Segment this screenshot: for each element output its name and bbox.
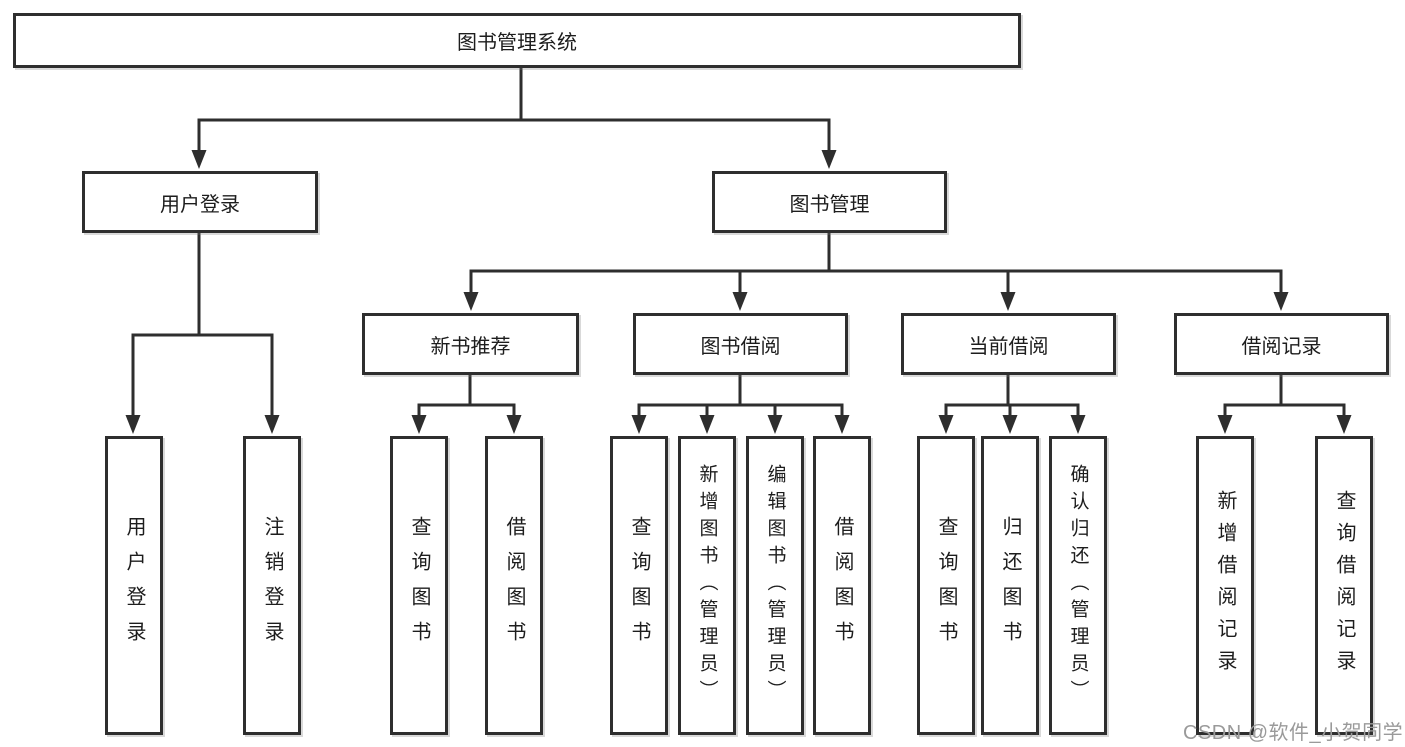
node-label: 查询图书 [408,515,430,656]
node-book-management: 图书管理 [712,171,947,233]
node-label: 查询借阅记录 [1333,489,1355,682]
node-label: 新书推荐 [430,335,511,358]
arrow-down [699,415,715,434]
node-label: 查询图书 [935,515,957,656]
node-label: 借阅图书 [831,515,853,656]
node-user-login: 用户登录 [82,171,318,233]
node-label: 查询图书 [628,515,650,656]
arrow-down [821,150,837,169]
node-label: 新增图书（管理员） [696,464,718,707]
node-label: 用户登录 [160,193,240,216]
arrow-down [834,415,850,434]
arrow-down [264,415,280,434]
leaf-query-books: 查询图书 [917,436,975,735]
leaf-edit-book-admin: 编辑图书（管理员） [746,436,804,735]
node-current-borrowing: 当前借阅 [901,313,1116,375]
arrow-down [463,292,479,311]
arrow-down [1070,415,1086,434]
arrow-down [1000,292,1016,311]
arrow-down [506,415,522,434]
leaf-logout: 注销登录 [243,436,301,735]
node-label: 确认归还（管理员） [1067,464,1089,707]
node-label: 当前借阅 [968,335,1049,358]
node-new-book-recommendation: 新书推荐 [362,313,579,375]
node-borrowing-records: 借阅记录 [1174,313,1389,375]
node-book-borrowing: 图书借阅 [633,313,848,375]
arrow-down [631,415,647,434]
arrow-down [191,150,207,169]
node-label: 新增借阅记录 [1214,489,1236,682]
leaf-add-book-admin: 新增图书（管理员） [678,436,736,735]
node-label: 图书借阅 [700,335,781,358]
node-label: 借阅记录 [1241,335,1322,358]
leaf-query-books: 查询图书 [610,436,668,735]
node-label: 图书管理系统 [457,32,577,54]
node-label: 注销登录 [261,515,283,656]
node-label: 归还图书 [999,515,1021,656]
arrow-down [1273,292,1289,311]
node-label: 借阅图书 [503,515,525,656]
arrow-down [938,415,954,434]
leaf-return-book: 归还图书 [981,436,1039,735]
arrow-down [767,415,783,434]
arrow-down [1336,415,1352,434]
leaf-borrow-books: 借阅图书 [485,436,543,735]
arrow-down [411,415,427,434]
node-library-management-system: 图书管理系统 [13,13,1021,68]
node-label: 图书管理 [789,193,870,216]
leaf-borrow-books: 借阅图书 [813,436,871,735]
node-label: 编辑图书（管理员） [764,464,786,707]
node-label: 用户登录 [123,515,145,656]
csdn-watermark: CSDN @软件_小贺同学 [1183,722,1404,744]
arrow-down [732,292,748,311]
arrow-down [125,415,141,434]
leaf-user-login: 用户登录 [105,436,163,735]
arrow-down [1002,415,1018,434]
leaf-query-books: 查询图书 [390,436,448,735]
arrow-down [1217,415,1233,434]
leaf-confirm-return-admin: 确认归还（管理员） [1049,436,1107,735]
leaf-add-borrow-record: 新增借阅记录 [1196,436,1254,735]
leaf-query-borrow-record: 查询借阅记录 [1315,436,1373,735]
